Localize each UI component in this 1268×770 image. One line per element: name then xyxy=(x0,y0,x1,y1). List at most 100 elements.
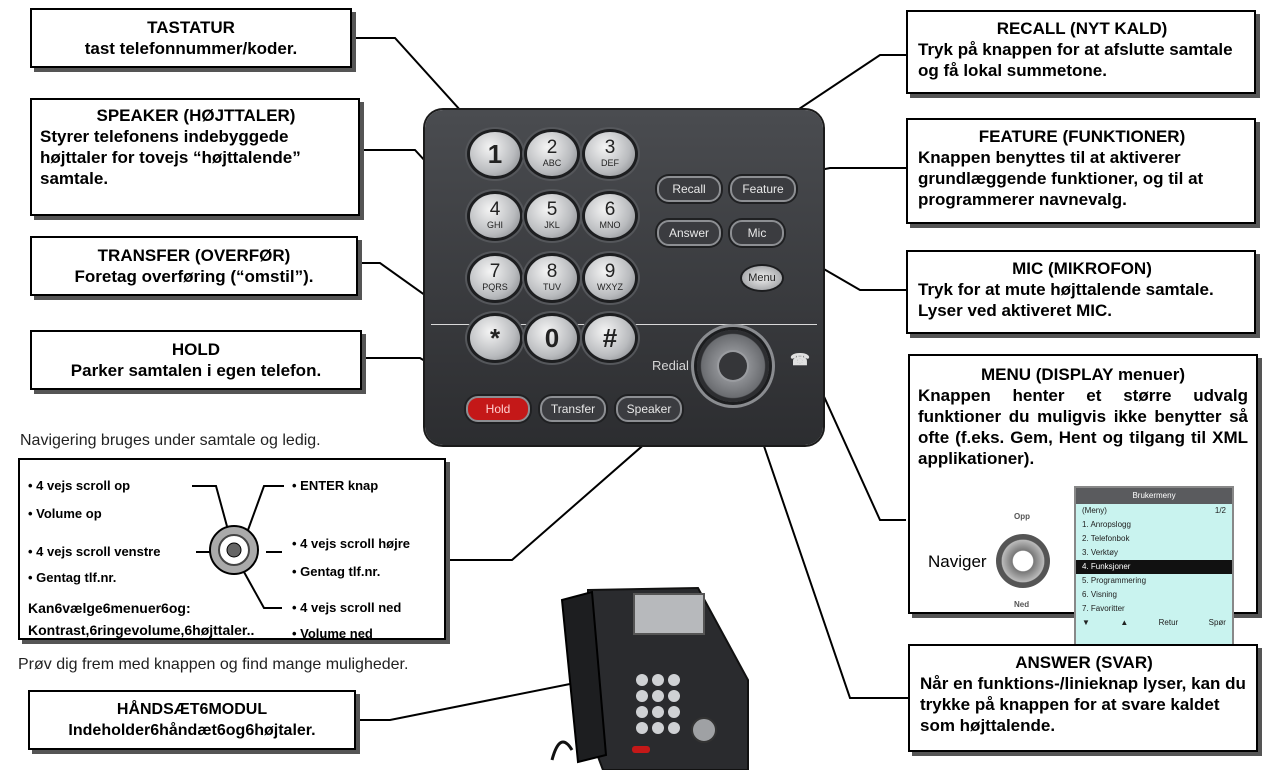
feature-box: FEATURE (FUNKTIONER) Knappen benyttes ti… xyxy=(906,118,1256,224)
softkey[interactable]: Spør xyxy=(1209,616,1226,630)
key-letters: MNO xyxy=(585,220,635,230)
mic-body: Tryk for at mute højttalende samtale. Ly… xyxy=(918,279,1246,321)
key-letters: GHI xyxy=(470,220,520,230)
desk-phone-illustration xyxy=(548,580,758,770)
menu-display-top-left: (Meny) xyxy=(1082,506,1107,515)
nav-up-label: Opp xyxy=(1014,512,1030,521)
menu-display-item[interactable]: 4. Funksjoner xyxy=(1076,560,1232,574)
navigation-outro: Prøv dig frem med knappen og find mange … xyxy=(18,656,408,674)
handset-title: HÅNDSÆT6MODUL xyxy=(30,699,354,720)
key-digit: * xyxy=(470,316,520,360)
redial-label: Redial xyxy=(652,358,689,373)
hold-title: HOLD xyxy=(32,339,360,360)
enter-button[interactable] xyxy=(719,352,747,380)
hold-box: HOLD Parker samtalen i egen telefon. xyxy=(30,330,362,390)
menu-display-item[interactable]: 6. Visning xyxy=(1076,588,1232,602)
tastatur-box: TASTATUR tast telefonnummer/koder. xyxy=(30,8,352,68)
mic-button[interactable]: Mic xyxy=(730,220,784,246)
hold-body: Parker samtalen i egen telefon. xyxy=(32,360,360,381)
mic-title: MIC (MIKROFON) xyxy=(918,258,1246,279)
answer-button[interactable]: Answer xyxy=(657,220,721,246)
keypad-key[interactable]: * xyxy=(470,316,520,360)
feature-body: Knappen benyttes til at aktiverer grundl… xyxy=(918,147,1246,210)
recall-box: RECALL (NYT KALD) Tryk på knappen for at… xyxy=(906,10,1256,94)
key-digit: 2 xyxy=(527,132,577,158)
key-digit: 3 xyxy=(585,132,635,158)
tastatur-body: tast telefonnummer/koder. xyxy=(32,38,350,59)
naviger-label: Naviger xyxy=(928,552,987,572)
recall-title: RECALL (NYT KALD) xyxy=(918,18,1246,39)
menu-display-header: Brukermeny xyxy=(1076,488,1232,504)
transfer-box: TRANSFER (OVERFØR) Foretag overføring (“… xyxy=(30,236,358,296)
nav-down-label: Ned xyxy=(1014,600,1029,609)
key-digit: 8 xyxy=(527,256,577,282)
feature-title: FEATURE (FUNKTIONER) xyxy=(918,126,1246,147)
key-digit: 7 xyxy=(470,256,520,282)
key-letters: DEF xyxy=(585,158,635,168)
menu-display-top-right: 1/2 xyxy=(1215,504,1232,518)
keypad-key[interactable]: 1 xyxy=(470,132,520,176)
recall-button[interactable]: Recall xyxy=(657,176,721,202)
transfer-button[interactable]: Transfer xyxy=(540,396,606,422)
key-digit: 1 xyxy=(470,132,520,176)
feature-button[interactable]: Feature xyxy=(730,176,796,202)
speaker-title: SPEAKER (HØJTTALER) xyxy=(40,105,352,126)
mini-navigation-icon xyxy=(996,534,1050,588)
answer-title: ANSWER (SVAR) xyxy=(920,652,1248,673)
hold-button[interactable]: Hold xyxy=(466,396,530,422)
navigation-intro: Navigering bruges under samtale og ledig… xyxy=(20,432,321,450)
softkey[interactable]: ▲ xyxy=(1120,616,1128,630)
menu-button[interactable]: Menu xyxy=(742,266,782,290)
mic-box: MIC (MIKROFON) Tryk for at mute højttale… xyxy=(906,250,1256,334)
menu-box: MENU (DISPLAY menuer) Knappen henter et … xyxy=(908,354,1258,614)
speaker-body: Styrer telefonens indebyggede højttaler … xyxy=(40,126,352,189)
menu-display-item[interactable]: 5. Programmering xyxy=(1076,574,1232,588)
recall-body: Tryk på knappen for at afslutte samtale … xyxy=(918,39,1246,81)
key-digit: 6 xyxy=(585,194,635,220)
menu-body: Knappen henter et større udvalg funktion… xyxy=(918,385,1248,469)
keypad-key[interactable]: 0 xyxy=(527,316,577,360)
key-digit: 0 xyxy=(527,316,577,360)
key-letters: WXYZ xyxy=(585,282,635,292)
key-digit: 4 xyxy=(470,194,520,220)
navigation-ring[interactable] xyxy=(697,330,769,402)
menu-title: MENU (DISPLAY menuer) xyxy=(918,364,1248,385)
keypad-key[interactable]: # xyxy=(585,316,635,360)
transfer-body: Foretag overføring (“omstil”). xyxy=(32,266,356,287)
softkey[interactable]: Retur xyxy=(1159,616,1179,630)
menu-display-footer: ▼ ▲ Retur Spør xyxy=(1076,616,1232,630)
key-digit: # xyxy=(585,316,635,360)
speaker-box: SPEAKER (HØJTTALER) Styrer telefonens in… xyxy=(30,98,360,216)
menu-display-item[interactable]: 3. Verktøy xyxy=(1076,546,1232,560)
menu-display-top: (Meny) 1/2 xyxy=(1076,504,1232,518)
key-letters: TUV xyxy=(527,282,577,292)
menu-display-item[interactable]: 2. Telefonbok xyxy=(1076,532,1232,546)
transfer-title: TRANSFER (OVERFØR) xyxy=(32,245,356,266)
key-digit: 9 xyxy=(585,256,635,282)
key-letters: ABC xyxy=(527,158,577,168)
key-letters: JKL xyxy=(527,220,577,230)
tastatur-title: TASTATUR xyxy=(32,17,350,38)
softkey[interactable]: ▼ xyxy=(1082,616,1090,630)
menu-display-item[interactable]: 7. Favoritter xyxy=(1076,602,1232,616)
answer-body: Når en funktions-/linieknap lyser, kan d… xyxy=(920,673,1248,736)
navigation-box: • 4 vejs scroll op • Volume op • 4 vejs … xyxy=(18,458,446,640)
handset-icon: ☎ xyxy=(790,350,810,370)
key-letters: PQRS xyxy=(470,282,520,292)
handset-body: Indeholder6håndæt6og6højtaler. xyxy=(30,720,354,741)
nav-diagram xyxy=(20,460,448,642)
key-digit: 5 xyxy=(527,194,577,220)
answer-box: ANSWER (SVAR) Når en funktions-/liniekna… xyxy=(908,644,1258,752)
handset-box: HÅNDSÆT6MODUL Indeholder6håndæt6og6højta… xyxy=(28,690,356,750)
speaker-button[interactable]: Speaker xyxy=(616,396,682,422)
menu-display-item[interactable]: 1. Anropslogg xyxy=(1076,518,1232,532)
